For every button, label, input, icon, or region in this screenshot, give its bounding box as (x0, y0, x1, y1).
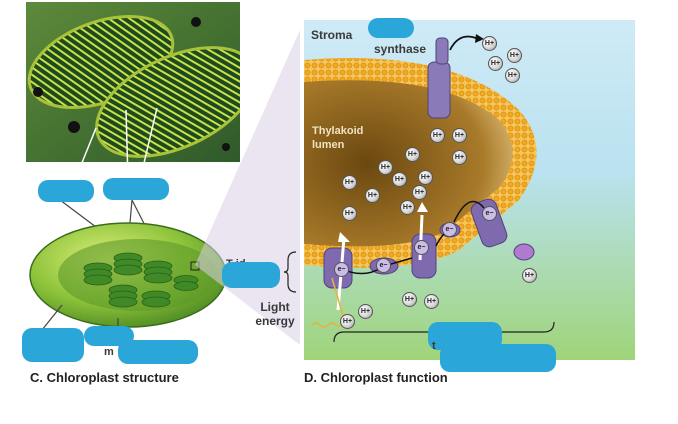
atp-synthase (427, 37, 451, 119)
thylakoid-membrane (304, 34, 555, 343)
hydrogen-ion: H+ (378, 160, 393, 175)
hydrogen-ion: H+ (522, 268, 537, 283)
hydrogen-ion: H+ (488, 56, 503, 71)
hydrogen-ion: H+ (505, 68, 520, 83)
synthase-label: synthase (374, 42, 427, 56)
redaction-blob (22, 328, 84, 362)
redaction-blob (118, 340, 198, 364)
hydrogen-ion: H+ (365, 188, 380, 203)
redaction-blob (38, 180, 94, 202)
electron: e− (376, 258, 391, 273)
redaction-blob (222, 262, 280, 288)
electron: e− (414, 240, 429, 255)
redaction-blob (368, 18, 414, 38)
electron: e− (442, 222, 457, 237)
hydrogen-ion: H+ (452, 128, 467, 143)
stroma-label: Stroma (311, 28, 353, 42)
hydrogen-ion: H+ (412, 185, 427, 200)
hydrogen-ion: H+ (424, 294, 439, 309)
partial-label-m: m (104, 346, 114, 358)
hydrogen-ion: H+ (342, 206, 357, 221)
hydrogen-ion: H+ (340, 314, 355, 329)
right-panel-caption: D. Chloroplast function (304, 370, 448, 385)
hydrogen-ion: H+ (430, 128, 445, 143)
hydrogen-ion: H+ (342, 175, 357, 190)
hydrogen-ion: H+ (452, 150, 467, 165)
hydrogen-ion: H+ (482, 36, 497, 51)
hydrogen-ion: H+ (392, 172, 407, 187)
hydrogen-ion: H+ (358, 304, 373, 319)
chloroplast-micrograph (26, 2, 240, 162)
chloroplast-illustration (28, 220, 228, 330)
hydrogen-ion: H+ (402, 292, 417, 307)
electron: e− (334, 262, 349, 277)
hydrogen-ion: H+ (405, 147, 420, 162)
electron: e− (482, 206, 497, 221)
left-panel-caption: C. Chloroplast structure (30, 370, 179, 385)
light-energy-label: Light energy (255, 300, 295, 328)
redaction-blob (103, 178, 169, 200)
partial-label-t: t (432, 340, 436, 352)
hydrogen-ion: H+ (507, 48, 522, 63)
hydrogen-ion: H+ (418, 170, 433, 185)
membrane-brace (283, 251, 297, 293)
hydrogen-ion: H+ (400, 200, 415, 215)
thylakoid-lumen-label: Thylakoid lumen (312, 125, 364, 151)
redaction-blob (440, 344, 556, 372)
